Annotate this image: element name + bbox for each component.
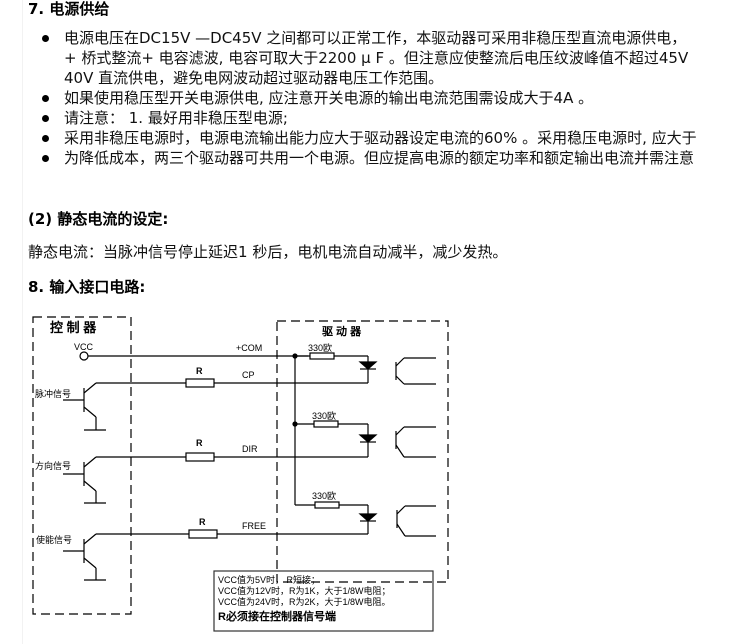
transistor-icon	[63, 533, 106, 581]
list-item-text: 如果使用稳压型开关电源供电, 应注意开关电源的输出电流范围需设成大于4A 。	[64, 89, 594, 107]
line-label: CP	[242, 370, 255, 380]
list-item-text: 请注意： 1. 最好用非稳压型电源;	[64, 109, 288, 127]
driver-resistor-label: 330欧	[312, 410, 336, 421]
bullet-icon	[42, 115, 49, 122]
optocoupler-icon	[358, 357, 436, 385]
signal-label: 脉冲信号	[35, 388, 71, 399]
transistor-icon	[63, 456, 106, 504]
driver-label: 驱 动 器	[322, 324, 362, 338]
note-line: VCC值为24V时，R为2K，大于1/8W电阻。	[218, 596, 391, 607]
note-line: R必须接在控制器信号端	[218, 609, 336, 623]
resistor-label: R	[196, 366, 203, 376]
bullet-icon	[42, 155, 49, 162]
optocoupler-icon	[358, 426, 436, 458]
controller-box	[32, 316, 132, 615]
subsection-2-title: (2) 静态电流的设定:	[28, 210, 169, 228]
com-label: +COM	[236, 343, 262, 353]
resistor-label: R	[196, 438, 203, 448]
input-interface-diagram: 控 制 器 驱 动 器 VCC +COM 脉冲信号 R CP 330欧 方向信号…	[32, 316, 449, 632]
note-box	[213, 570, 434, 632]
driver-box	[276, 320, 449, 583]
resistor-label: R	[199, 517, 206, 527]
vcc-label: VCC	[74, 342, 94, 352]
signal-label: 方向信号	[35, 460, 71, 471]
list-item-text: 40V 直流供电，避免电网波动超过驱动器电压工作范围。	[64, 69, 444, 87]
note-line: VCC值为5V时， R短接；	[218, 574, 320, 585]
note-line: VCC值为12V时，R为1K，大于1/8W电阻；	[218, 585, 391, 596]
controller-label: 控 制 器	[50, 320, 97, 335]
section-7-title: 7. 电源供给	[28, 0, 110, 18]
list-item: 为降低成本，两三个驱动器可共用一个电源。但应提高电源的额定功率和额定输出电流并需…	[28, 148, 697, 168]
list-item-text: 为降低成本，两三个驱动器可共用一个电源。但应提高电源的额定功率和额定输出电流并需…	[64, 149, 695, 167]
power-supply-list: 电源电压在DC15V —DC45V 之间都可以正常工作，本驱动器可采用非稳压型直…	[28, 28, 697, 168]
line-label: DIR	[242, 444, 258, 454]
list-item-text: + 桥式整流+ 电容滤波, 电容可取大于2200 μ F 。但注意应使整流后电压…	[64, 49, 689, 67]
page-margin-line	[22, 0, 23, 644]
list-item: 电源电压在DC15V —DC45V 之间都可以正常工作，本驱动器可采用非稳压型直…	[28, 28, 697, 88]
driver-resistor-label: 330欧	[308, 342, 332, 353]
line-label: FREE	[242, 521, 266, 531]
list-item: 请注意： 1. 最好用非稳压型电源;	[28, 108, 697, 128]
bullet-icon	[42, 95, 49, 102]
bullet-icon	[42, 35, 49, 42]
section-8-title: 8. 输入接口电路:	[28, 278, 146, 296]
list-item-text: 电源电压在DC15V —DC45V 之间都可以正常工作，本驱动器可采用非稳压型直…	[64, 29, 687, 47]
signal-label: 使能信号	[36, 534, 72, 545]
driver-resistor-label: 330欧	[312, 490, 336, 501]
bullet-icon	[42, 135, 49, 142]
quiescent-current-text: 静态电流：当脉冲信号停止延迟1 秒后，电机电流自动减半，减少发热。	[28, 243, 508, 261]
list-item: 如果使用稳压型开关电源供电, 应注意开关电源的输出电流范围需设成大于4A 。	[28, 88, 697, 108]
optocoupler-icon	[358, 505, 436, 537]
transistor-icon	[63, 382, 106, 431]
list-item-text: 采用非稳压电源时，电源电流输出能力应大于驱动器设定电流的60% 。采用稳压电源时…	[64, 129, 697, 147]
list-item: 采用非稳压电源时，电源电流输出能力应大于驱动器设定电流的60% 。采用稳压电源时…	[28, 128, 697, 148]
